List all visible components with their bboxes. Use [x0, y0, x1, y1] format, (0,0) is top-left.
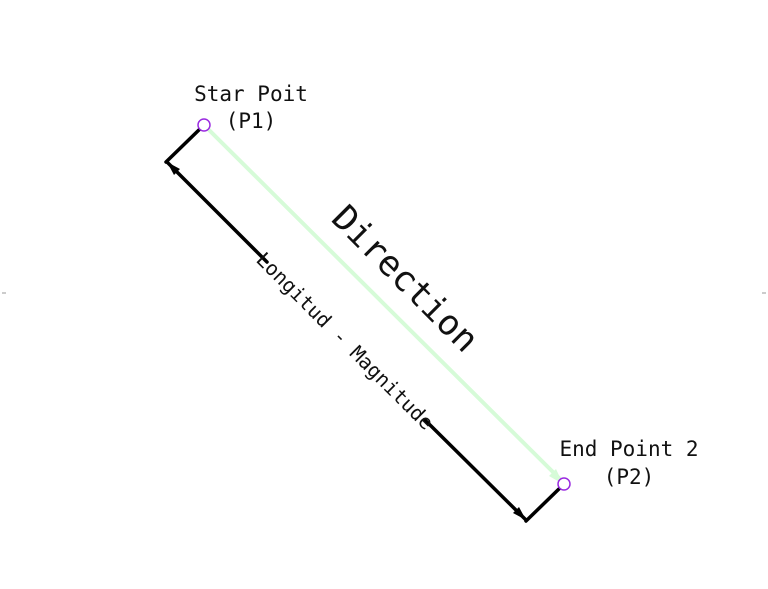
p2-id-label: (P2)	[604, 465, 655, 489]
dimension-line-segment-upper	[165, 160, 269, 264]
extension-line-start	[164, 124, 205, 164]
dimension-arrowhead-end	[513, 507, 526, 520]
p1-id-label: (P1)	[226, 109, 277, 133]
dimension-line-segment-lower	[423, 418, 528, 522]
dimension-arrowhead-start	[167, 162, 180, 175]
direction-vector-line	[202, 123, 563, 482]
extension-line-end	[524, 484, 564, 523]
point-marker-p1	[197, 118, 211, 132]
p1-name-label: Star Poit	[194, 82, 308, 106]
point-marker-p2	[557, 477, 571, 491]
p2-name-label: End Point 2	[559, 437, 698, 461]
